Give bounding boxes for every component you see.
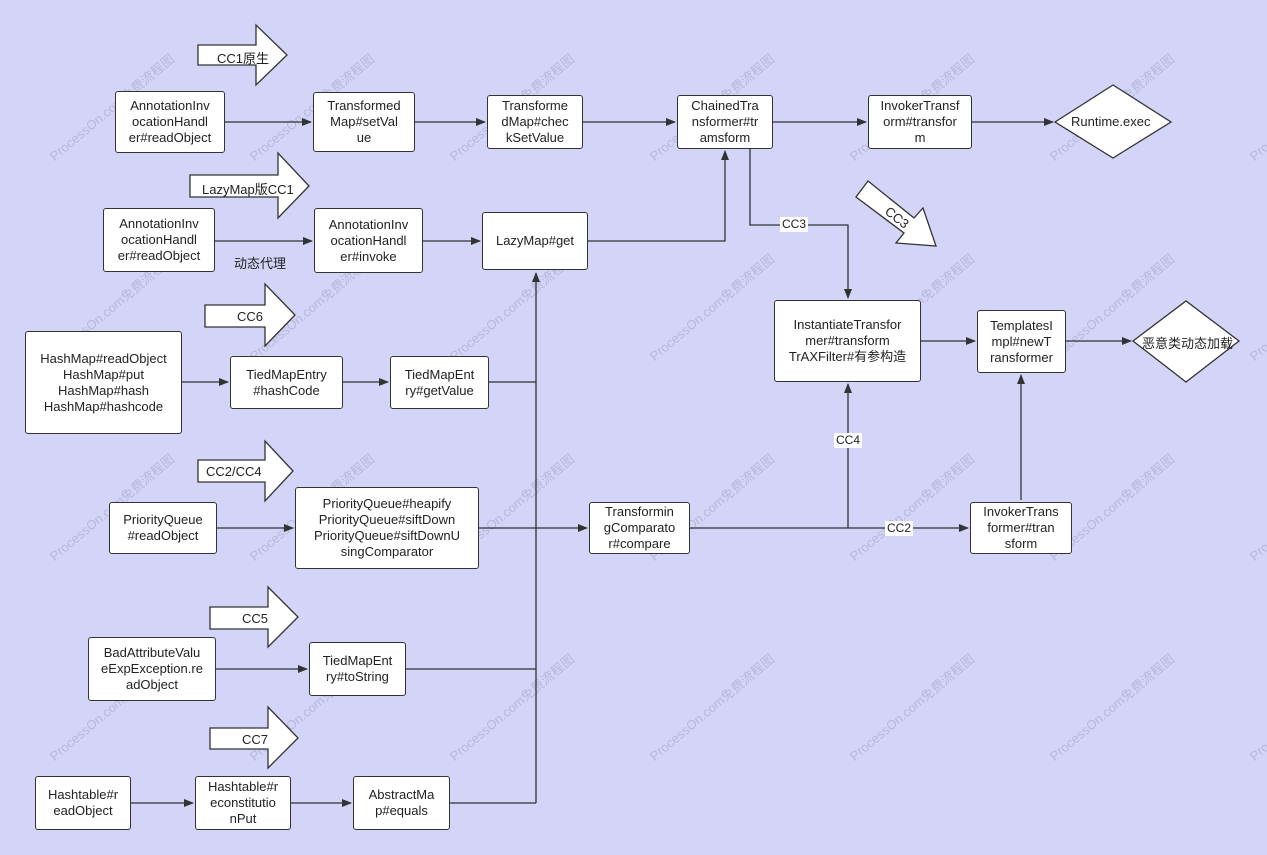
node-text: InstantiateTransfor mer#transform TrAXFi… [788, 317, 907, 364]
node-badattributevalueexpexception[interactable]: BadAttributeValu eExpException.re adObje… [88, 637, 216, 701]
node-text: TemplatesI mpl#newT ransformer [990, 317, 1053, 365]
node-text: AbstractMa p#equals [368, 787, 435, 818]
node-annotation-readobject-lazymap[interactable]: AnnotationInv ocationHandl er#readObject [103, 208, 215, 272]
node-chainedtransformer-transform[interactable]: ChainedTra nsformer#tr amsform [677, 95, 773, 149]
block-arrow-cc5 [209, 585, 299, 649]
block-arrow-cc1 [197, 23, 288, 87]
node-annotation-readobject-cc1[interactable]: AnnotationInv ocationHandl er#readObject [115, 91, 225, 153]
node-text: ChainedTra nsformer#tr amsform [691, 98, 759, 145]
node-text: HashMap#readObject HashMap#put HashMap#h… [40, 350, 167, 414]
arrow-label-cc5: CC5 [242, 611, 269, 626]
runtime-exec-label: Runtime.exec [1071, 114, 1151, 129]
node-priorityqueue-heapify[interactable]: PriorityQueue#heapify PriorityQueue#sift… [295, 487, 479, 569]
node-invokertransformer-top[interactable]: InvokerTransf orm#transfor m [868, 95, 972, 149]
edge-label-dynamic-proxy: 动态代理 [234, 256, 287, 271]
malicious-diamond [1131, 300, 1241, 383]
edge-label-cc4: CC4 [834, 433, 863, 448]
edge-label-cc2: CC2 [885, 521, 914, 536]
arrow-label-cc7: CC7 [242, 732, 269, 747]
node-lazymap-get[interactable]: LazyMap#get [482, 212, 588, 270]
node-hashtable-reconstitutionput[interactable]: Hashtable#r econstitutio nPut [195, 776, 291, 830]
node-templatesimpl[interactable]: TemplatesI mpl#newT ransformer [977, 310, 1066, 373]
node-annotation-invoke[interactable]: AnnotationInv ocationHandl er#invoke [314, 208, 423, 273]
node-text: Transforme dMap#chec kSetValue [501, 98, 569, 145]
node-text: AnnotationInv ocationHandl er#readObject [117, 216, 201, 263]
arrow-label-lazymap-cc1: LazyMap版CC1 [202, 182, 294, 197]
block-arrow-cc6 [204, 282, 296, 348]
node-transformedmap-checksetvalue[interactable]: Transforme dMap#chec kSetValue [487, 95, 583, 149]
edge-lazymap-to-chained [588, 150, 729, 242]
block-arrow-lazymap-cc1 [189, 151, 310, 220]
node-text: InvokerTrans former#tran sform [983, 504, 1059, 551]
node-hashtable-readobject[interactable]: Hashtable#r eadObject [35, 776, 131, 830]
node-text: Hashtable#r econstitutio nPut [207, 779, 279, 826]
node-text: Transformed Map#setVal ue [327, 98, 401, 145]
node-text: TiedMapEnt ry#getValue [404, 366, 475, 398]
node-text: AnnotationInv ocationHandl er#readObject [128, 98, 212, 145]
edge-label-cc3: CC3 [780, 217, 809, 232]
node-priorityqueue-readobject[interactable]: PriorityQueue #readObject [109, 502, 217, 554]
node-tiedmapentry-tostring[interactable]: TiedMapEnt ry#toString [309, 642, 406, 696]
node-text: TiedMapEntry #hashCode [246, 366, 327, 398]
node-instantiatetransformer[interactable]: InstantiateTransfor mer#transform TrAXFi… [774, 300, 921, 382]
node-hashmap-chain[interactable]: HashMap#readObject HashMap#put HashMap#h… [25, 331, 182, 434]
block-arrow-cc3 [855, 180, 937, 247]
node-transformingcomparator-compare[interactable]: Transformin gComparato r#compare [589, 502, 690, 554]
arrow-label-cc6: CC6 [237, 309, 264, 324]
node-text: LazyMap#get [495, 233, 575, 248]
node-text: PriorityQueue #readObject [123, 512, 203, 543]
node-text: InvokerTransf orm#transfor m [880, 98, 960, 145]
node-text: TiedMapEnt ry#toString [322, 653, 393, 684]
node-text: BadAttributeValu eExpException.re adObje… [101, 645, 203, 692]
node-tiedmapentry-hashcode[interactable]: TiedMapEntry #hashCode [230, 356, 343, 409]
runtime-diamond [1053, 84, 1173, 159]
node-text: PriorityQueue#heapify PriorityQueue#sift… [314, 496, 460, 559]
block-arrow-cc2-cc4 [197, 439, 294, 503]
arrow-label-cc1: CC1原生 [217, 51, 270, 66]
node-invokertransformer-bottom[interactable]: InvokerTrans former#tran sform [970, 502, 1072, 554]
node-transformedmap-setvalue[interactable]: Transformed Map#setVal ue [313, 92, 415, 152]
arrow-label-cc2-cc4: CC2/CC4 [206, 464, 262, 479]
node-tiedmapentry-getvalue[interactable]: TiedMapEnt ry#getValue [390, 356, 489, 409]
node-text: Transformin gComparato r#compare [603, 504, 676, 551]
node-text: Hashtable#r eadObject [47, 787, 119, 818]
malicious-class-loading-label: 恶意类动态加载 [1142, 336, 1234, 351]
node-abstractmap-equals[interactable]: AbstractMa p#equals [353, 776, 450, 830]
node-text: AnnotationInv ocationHandl er#invoke [328, 216, 409, 264]
block-arrow-cc7 [209, 705, 299, 770]
